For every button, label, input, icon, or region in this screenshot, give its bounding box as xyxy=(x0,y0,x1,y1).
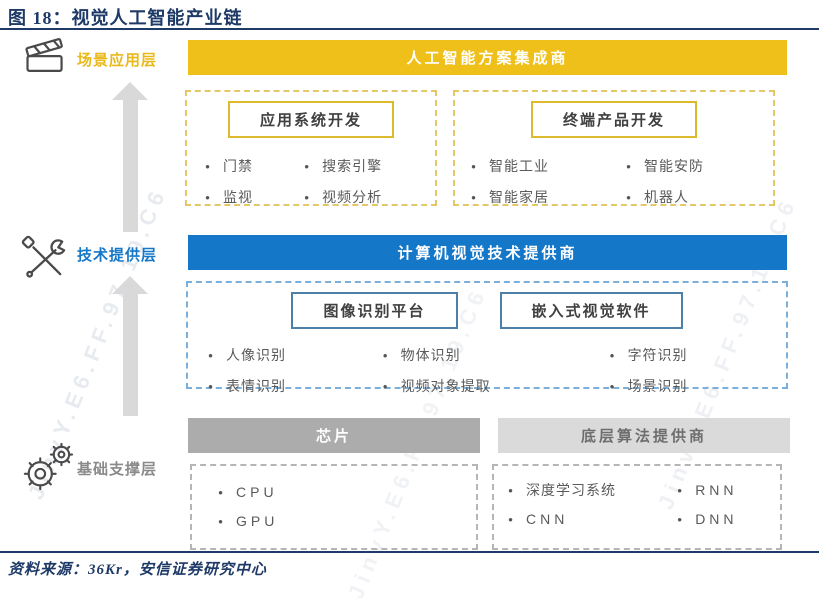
list-item: • 深度学习系统 xyxy=(496,478,665,503)
list-item: • 监视 xyxy=(193,185,292,210)
bullet-dot: • xyxy=(609,379,616,394)
heading-system-development: 应用系统开发 xyxy=(227,101,394,138)
arrow-head xyxy=(112,82,148,100)
list-item: • DNN xyxy=(665,507,778,532)
bullet-list: • 门禁 • 监视 • 搜索引擎 • 视频分析 xyxy=(187,138,435,210)
figure-title: 图 18：视觉人工智能产业链 xyxy=(8,8,243,28)
bullet-list: • 智能工业 • 智能家居 • 智能安防 • 机器人 xyxy=(455,138,773,210)
banner-cv-tech-providers: 计算机视觉技术提供商 xyxy=(188,235,787,270)
group-technology: 图像识别平台 嵌入式视觉软件 • 人像识别 • 表情识别 • 物体识别 • 视频对象提取… xyxy=(186,281,788,394)
bullet-dot: • xyxy=(208,379,214,394)
bullet-dot: • xyxy=(205,159,211,174)
list-item: • 视频分析 xyxy=(292,185,429,210)
bullet-dot: • xyxy=(508,512,514,527)
banner-ai-solution-integrators: 人工智能方案集成商 xyxy=(188,40,787,75)
list-item-label: CPU xyxy=(236,484,278,500)
group-application-system-dev: 应用系统开发 • 门禁 • 监视 • 搜索引擎 • 视频分析 xyxy=(185,90,437,206)
list-item-label: 智能家居 xyxy=(489,189,549,205)
list-item: • GPU xyxy=(206,509,468,534)
list-item: • CPU xyxy=(206,480,468,505)
group-algorithms: • 深度学习系统 • CNN • RNN • DNN xyxy=(492,464,782,550)
list-item-label: 监视 xyxy=(223,189,253,205)
list-item: • CNN xyxy=(496,507,665,532)
list-item-label: 机器人 xyxy=(644,189,689,205)
list-item: • 场景识别 xyxy=(598,374,778,399)
bullet-dot: • xyxy=(304,190,310,205)
banner-algorithm-providers: 底层算法提供商 xyxy=(498,418,790,453)
footer-divider xyxy=(0,551,819,553)
bullet-dot: • xyxy=(609,348,616,363)
list-item-label: 场景识别 xyxy=(627,378,688,394)
list-item: • 物体识别 xyxy=(371,343,598,368)
list-item-label: 搜索引擎 xyxy=(322,158,383,174)
bullet-list: • 深度学习系统 • CNN • RNN • DNN xyxy=(494,466,780,532)
list-item: • 智能家居 xyxy=(459,185,614,210)
layer-label-foundation: 基础支撑层 xyxy=(77,461,158,478)
bullet-dot: • xyxy=(471,190,477,205)
title-divider xyxy=(0,28,819,30)
list-item-label: 表情识别 xyxy=(226,378,286,394)
list-item: • 人像识别 xyxy=(196,343,371,368)
bullet-list: • 人像识别 • 表情识别 • 物体识别 • 视频对象提取 • 字符识别 • 场景识别 xyxy=(188,329,786,399)
bullet-dot: • xyxy=(382,348,389,363)
list-item-label: CNN xyxy=(526,511,569,527)
list-item: • 字符识别 xyxy=(598,343,778,368)
arrow-head xyxy=(112,276,148,294)
list-item-label: RNN xyxy=(695,482,738,498)
bullet-dot: • xyxy=(304,159,310,174)
bullet-dot: • xyxy=(205,190,211,205)
source-note: 资料来源：36Kr，安信证券研究中心 xyxy=(8,562,267,578)
bullet-dot: • xyxy=(508,483,514,498)
list-item-label: 人像识别 xyxy=(226,347,286,363)
list-item: • 表情识别 xyxy=(196,374,371,399)
list-item-label: 智能工业 xyxy=(489,158,549,174)
bullet-list: • CPU • GPU xyxy=(192,466,476,534)
list-item: • 智能安防 xyxy=(614,154,769,179)
list-item-label: 视频分析 xyxy=(322,189,383,205)
bullet-dot: • xyxy=(677,483,683,498)
layer-label-application: 场景应用层 xyxy=(77,52,158,69)
arrow-shaft xyxy=(122,100,138,232)
list-item: • RNN xyxy=(665,478,778,503)
up-arrow xyxy=(112,276,148,416)
bullet-dot: • xyxy=(218,485,224,500)
bullet-dot: • xyxy=(218,514,224,529)
list-item-label: 字符识别 xyxy=(627,347,688,363)
bullet-dot: • xyxy=(626,190,632,205)
list-item: • 门禁 xyxy=(193,154,292,179)
bullet-dot: • xyxy=(382,379,389,394)
heading-embedded-vision-software: 嵌入式视觉软件 xyxy=(499,292,683,329)
list-item: • 智能工业 xyxy=(459,154,614,179)
list-item: • 机器人 xyxy=(614,185,769,210)
arrow-shaft xyxy=(122,294,138,416)
list-item-label: GPU xyxy=(236,513,279,529)
heading-product-development: 终端产品开发 xyxy=(530,101,697,138)
list-item: • 搜索引擎 xyxy=(292,154,429,179)
layer-label-technology: 技术提供层 xyxy=(77,247,158,264)
list-item-label: 智能安防 xyxy=(644,158,704,174)
banner-chips: 芯片 xyxy=(188,418,480,453)
group-terminal-product-dev: 终端产品开发 • 智能工业 • 智能家居 • 智能安防 • 机器人 xyxy=(453,90,775,206)
up-arrow xyxy=(112,82,148,232)
list-item-label: DNN xyxy=(695,511,738,527)
list-item-label: 门禁 xyxy=(223,158,253,174)
list-item: • 视频对象提取 xyxy=(371,374,598,399)
heading-image-recognition-platform: 图像识别平台 xyxy=(291,292,458,329)
clapperboard-icon xyxy=(22,38,68,83)
gears-icon xyxy=(20,442,74,499)
tools-icon xyxy=(20,234,68,283)
bullet-dot: • xyxy=(626,159,632,174)
list-item-label: 深度学习系统 xyxy=(526,482,616,498)
group-chips: • CPU • GPU xyxy=(190,464,478,550)
bullet-dot: • xyxy=(471,159,477,174)
list-item-label: 视频对象提取 xyxy=(400,378,491,394)
bullet-dot: • xyxy=(677,512,683,527)
bullet-dot: • xyxy=(208,348,214,363)
list-item-label: 物体识别 xyxy=(400,347,461,363)
